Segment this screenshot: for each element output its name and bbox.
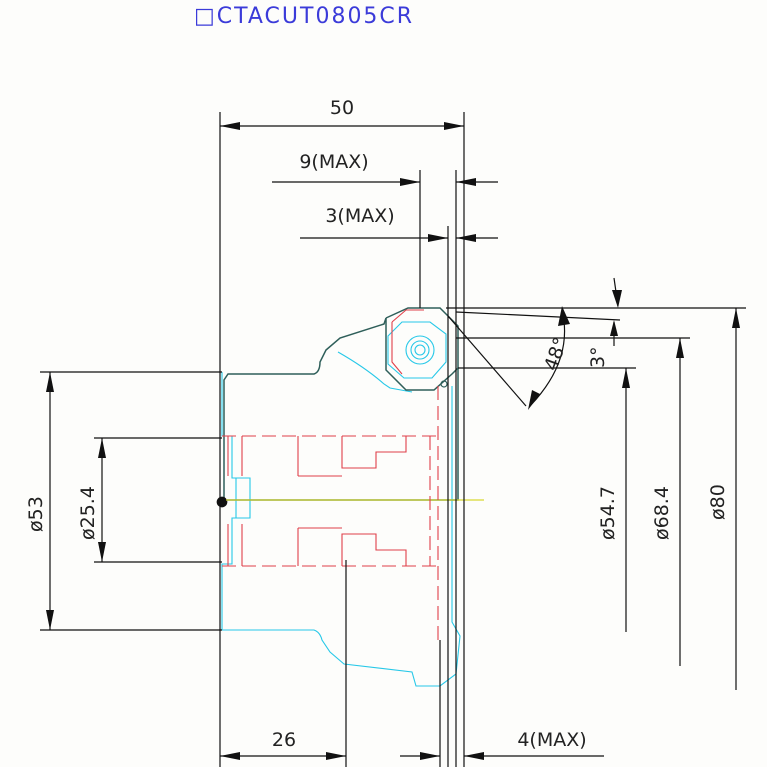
label-dia-68-4: ø68.4 <box>651 486 673 540</box>
label-26: 26 <box>272 729 296 751</box>
dimension-dia-54-7: ø54.7 <box>597 368 630 632</box>
dimension-dia-80: ø80 <box>707 308 740 690</box>
dimension-50: 50 <box>220 97 464 130</box>
tool-body-outline <box>221 321 461 687</box>
label-9max: 9(MAX) <box>299 151 368 173</box>
dimension-3max: 3(MAX) <box>300 205 498 242</box>
label-dia-54-7: ø54.7 <box>597 486 619 540</box>
label-dia-80: ø80 <box>707 484 729 520</box>
dimension-4max: 4(MAX) <box>400 729 604 760</box>
dimension-9max: 9(MAX) <box>272 151 498 186</box>
dimension-dia-68-4: ø68.4 <box>651 338 684 666</box>
dimension-26: 26 <box>220 729 346 760</box>
hidden-internal-geometry <box>222 309 439 640</box>
angle-3: 3° <box>587 277 622 368</box>
label-50: 50 <box>330 97 354 119</box>
label-3max: 3(MAX) <box>325 205 394 227</box>
dimension-dia-53: ø53 <box>25 372 54 630</box>
label-4max: 4(MAX) <box>517 729 586 751</box>
holder-body-outline <box>216 307 459 508</box>
label-dia-53: ø53 <box>25 496 47 532</box>
extension-lines <box>40 112 746 767</box>
angle-48: 48° <box>528 306 572 410</box>
dimension-dia-25-4: ø25.4 <box>77 438 106 562</box>
label-dia-25-4: ø25.4 <box>77 486 99 540</box>
label-3deg: 3° <box>587 346 609 368</box>
drawing-title: □CTACUT0805CR <box>194 4 415 29</box>
